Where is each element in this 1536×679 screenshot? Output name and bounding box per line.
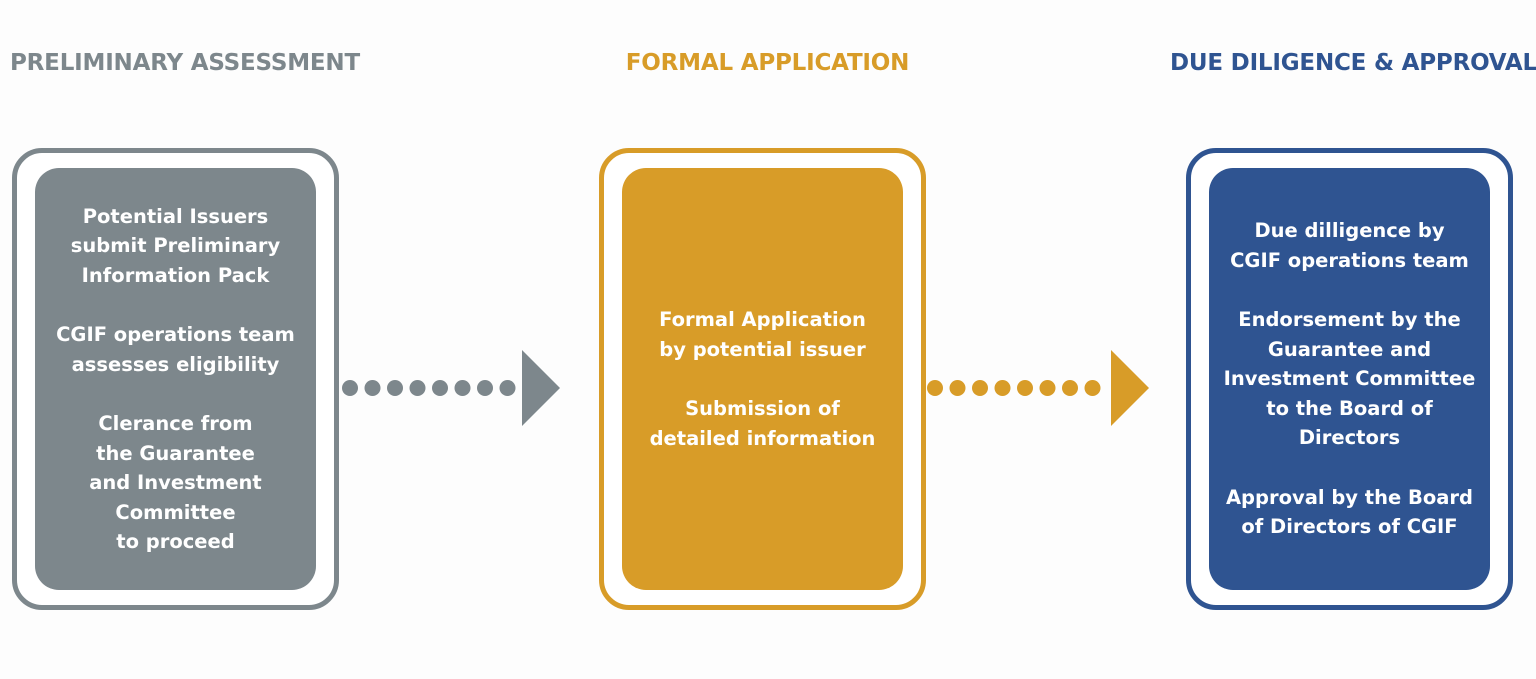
stage-title-formal-application: FORMAL APPLICATION (625, 50, 910, 76)
step-text-line: Directors (1298, 426, 1401, 450)
step-text-line: Guarantee and (1267, 337, 1432, 361)
step-text-line: Clerance from (98, 412, 253, 435)
step-text-line: Due dilligence by (1254, 219, 1445, 243)
stage-box-formal-application: Formal Application by potential issuer S… (599, 148, 926, 610)
step-formal-application: Formal Application by potential issuer (659, 305, 866, 364)
step-text-line: Information Pack (81, 263, 270, 287)
step-text-line: submit Preliminary (70, 234, 281, 257)
step-text-line: CGIF operations team (56, 323, 295, 346)
stage-content-formal-application: Formal Application by potential issuer S… (622, 168, 903, 590)
step-text-line: Endorsement by the (1238, 308, 1461, 332)
stage-content-preliminary-assessment: Potential Issuers submit Preliminary Inf… (35, 168, 316, 590)
step-committee-endorsement: Endorsement by the Guarantee and Investm… (1224, 305, 1476, 453)
step-text-line: Potential Issuers (82, 204, 269, 228)
step-text-line: Investment Committee (1223, 367, 1476, 391)
step-text-line: and Investment (89, 471, 262, 494)
step-text-line: the Guarantee (96, 441, 255, 465)
step-text-line: Approval by the Board (1225, 485, 1474, 509)
step-text-line: Formal Application (659, 308, 866, 331)
arrow-head-icon (1111, 350, 1149, 426)
arrow-head-icon (522, 350, 560, 426)
stage-content-due-diligence-approval: Due dilligence by CGIF operations team E… (1209, 168, 1490, 590)
step-text-line: of Directors of CGIF (1241, 515, 1458, 539)
step-text-line: to proceed (116, 530, 235, 553)
step-assess-eligibility: CGIF operations team assesses eligibilit… (56, 320, 295, 379)
stage-title-preliminary-assessment: PRELIMINARY ASSESSMENT (10, 50, 360, 76)
step-board-approval: Approval by the Board of Directors of CG… (1226, 483, 1473, 542)
flow-arrow-to-due-diligence (927, 350, 1149, 426)
step-submit-detailed-information: Submission of detailed information (650, 394, 876, 453)
stage-box-preliminary-assessment: Potential Issuers submit Preliminary Inf… (12, 148, 339, 610)
step-text-line: CGIF operations team (1230, 248, 1469, 272)
step-text-line: by potential issuer (659, 337, 866, 361)
step-text-line: to the Board of (1266, 396, 1433, 420)
dotted-connector (342, 380, 516, 396)
step-due-diligence: Due dilligence by CGIF operations team (1230, 216, 1469, 275)
stage-title-due-diligence-approval: DUE DILIGENCE & APPROVAL (1170, 50, 1536, 76)
step-text-line: assesses eligibility (71, 352, 280, 376)
flow-arrow-to-formal-application (342, 350, 560, 426)
step-text-line: detailed information (649, 426, 876, 450)
step-committee-clearance: Clerance from the Guarantee and Investme… (89, 409, 262, 557)
step-submit-information-pack: Potential Issuers submit Preliminary Inf… (71, 202, 280, 291)
step-text-line: Committee (115, 500, 236, 524)
dotted-connector (927, 380, 1101, 396)
stage-box-due-diligence-approval: Due dilligence by CGIF operations team E… (1186, 148, 1513, 610)
step-text-line: Submission of (685, 397, 840, 420)
